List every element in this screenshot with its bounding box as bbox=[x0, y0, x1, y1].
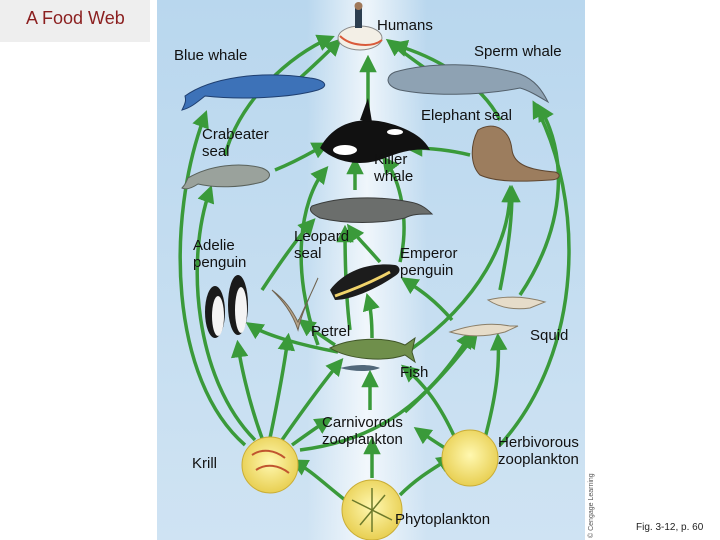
label-sperm-whale: Sperm whale bbox=[474, 43, 562, 60]
label-fish: Fish bbox=[400, 364, 429, 381]
humans-icon bbox=[337, 2, 383, 51]
arrow-emperor-leopard bbox=[346, 223, 382, 264]
arrow-krill-adelie bbox=[230, 339, 264, 439]
page-title: A Food Web bbox=[26, 8, 125, 28]
label-killer-whale: Killer whale bbox=[374, 151, 414, 185]
elephant-seal-icon bbox=[471, 125, 560, 182]
label-emperor-penguin: Emperor penguin bbox=[400, 245, 458, 279]
arrow-fish-elephant bbox=[408, 184, 519, 352]
arrow-krill-fish bbox=[280, 357, 344, 442]
squid-icon bbox=[448, 296, 547, 337]
arrow-squid-elephant bbox=[498, 184, 521, 291]
arrow-krill-petrel bbox=[268, 332, 296, 439]
copyright-credit: © Cengage Learning bbox=[586, 470, 600, 540]
arrow-herbzoo-squid bbox=[483, 332, 508, 439]
emperor-penguin-icon bbox=[330, 264, 400, 300]
label-leopard-seal: Leopard seal bbox=[294, 228, 350, 262]
label-blue-whale: Blue whale bbox=[174, 47, 248, 64]
arrow-herbzoo-sperm bbox=[498, 100, 571, 447]
label-crabeater-seal: Crabeater seal bbox=[202, 126, 269, 160]
krill-detail-icon bbox=[251, 449, 290, 474]
arrow-fish-killer bbox=[299, 165, 329, 346]
arrow-fish-leopard bbox=[336, 224, 354, 331]
adelie-penguin-icon bbox=[205, 275, 248, 338]
blue-whale-icon bbox=[181, 74, 326, 111]
label-phytoplankton: Phytoplankton bbox=[395, 511, 491, 528]
killer-whale-icon bbox=[320, 98, 430, 163]
label-carnivorous-zooplankton: Carnivorous zooplankton bbox=[322, 414, 403, 448]
arrow-fish-petrel bbox=[297, 318, 336, 347]
petrel-icon bbox=[271, 277, 319, 332]
arrow-fish-adelie bbox=[245, 322, 339, 354]
arrow-blue-humans bbox=[298, 38, 342, 80]
arrow-adelie-leopard bbox=[260, 218, 316, 291]
label-squid: Squid bbox=[530, 327, 569, 344]
leopard-seal-icon bbox=[309, 197, 434, 223]
crabeater-seal-icon bbox=[181, 164, 270, 190]
arrow-squid-sperm bbox=[518, 103, 561, 296]
figure-reference: Fig. 3-12, p. 60 bbox=[636, 522, 704, 533]
label-humans: Humans bbox=[377, 17, 433, 34]
label-herbivorous-zooplankton: Herbivorous zooplankton bbox=[498, 434, 579, 468]
sperm-whale-icon bbox=[387, 64, 550, 104]
arrow-phyto-krill bbox=[290, 459, 347, 502]
label-elephant-seal: Elephant seal bbox=[421, 107, 512, 124]
fish-icon bbox=[328, 336, 416, 371]
arrow-carnzoo-squid bbox=[403, 330, 479, 414]
label-krill: Krill bbox=[192, 455, 217, 472]
arrow-krill-crabeater bbox=[195, 185, 257, 442]
arrow-squid-emperor bbox=[400, 277, 454, 322]
title-box: A Food Web bbox=[0, 0, 150, 42]
arrow-krill-bluewhale bbox=[178, 110, 247, 447]
arrow-krill-carnzoo bbox=[290, 417, 333, 447]
arrow-fish-emperor bbox=[362, 292, 380, 339]
herbivorous-zooplankton-icon bbox=[441, 429, 499, 487]
label-adelie-penguin: Adelie penguin bbox=[193, 237, 247, 271]
label-petrel: Petrel bbox=[311, 323, 351, 340]
arrow-herbzoo-carnzoo bbox=[413, 426, 446, 450]
arrow-herbzoo-fish bbox=[401, 364, 457, 439]
phytoplankton-detail-icon bbox=[351, 488, 393, 532]
arrow-crabeater-killer bbox=[274, 142, 330, 172]
copyright-text: © Cengage Learning bbox=[588, 473, 595, 538]
